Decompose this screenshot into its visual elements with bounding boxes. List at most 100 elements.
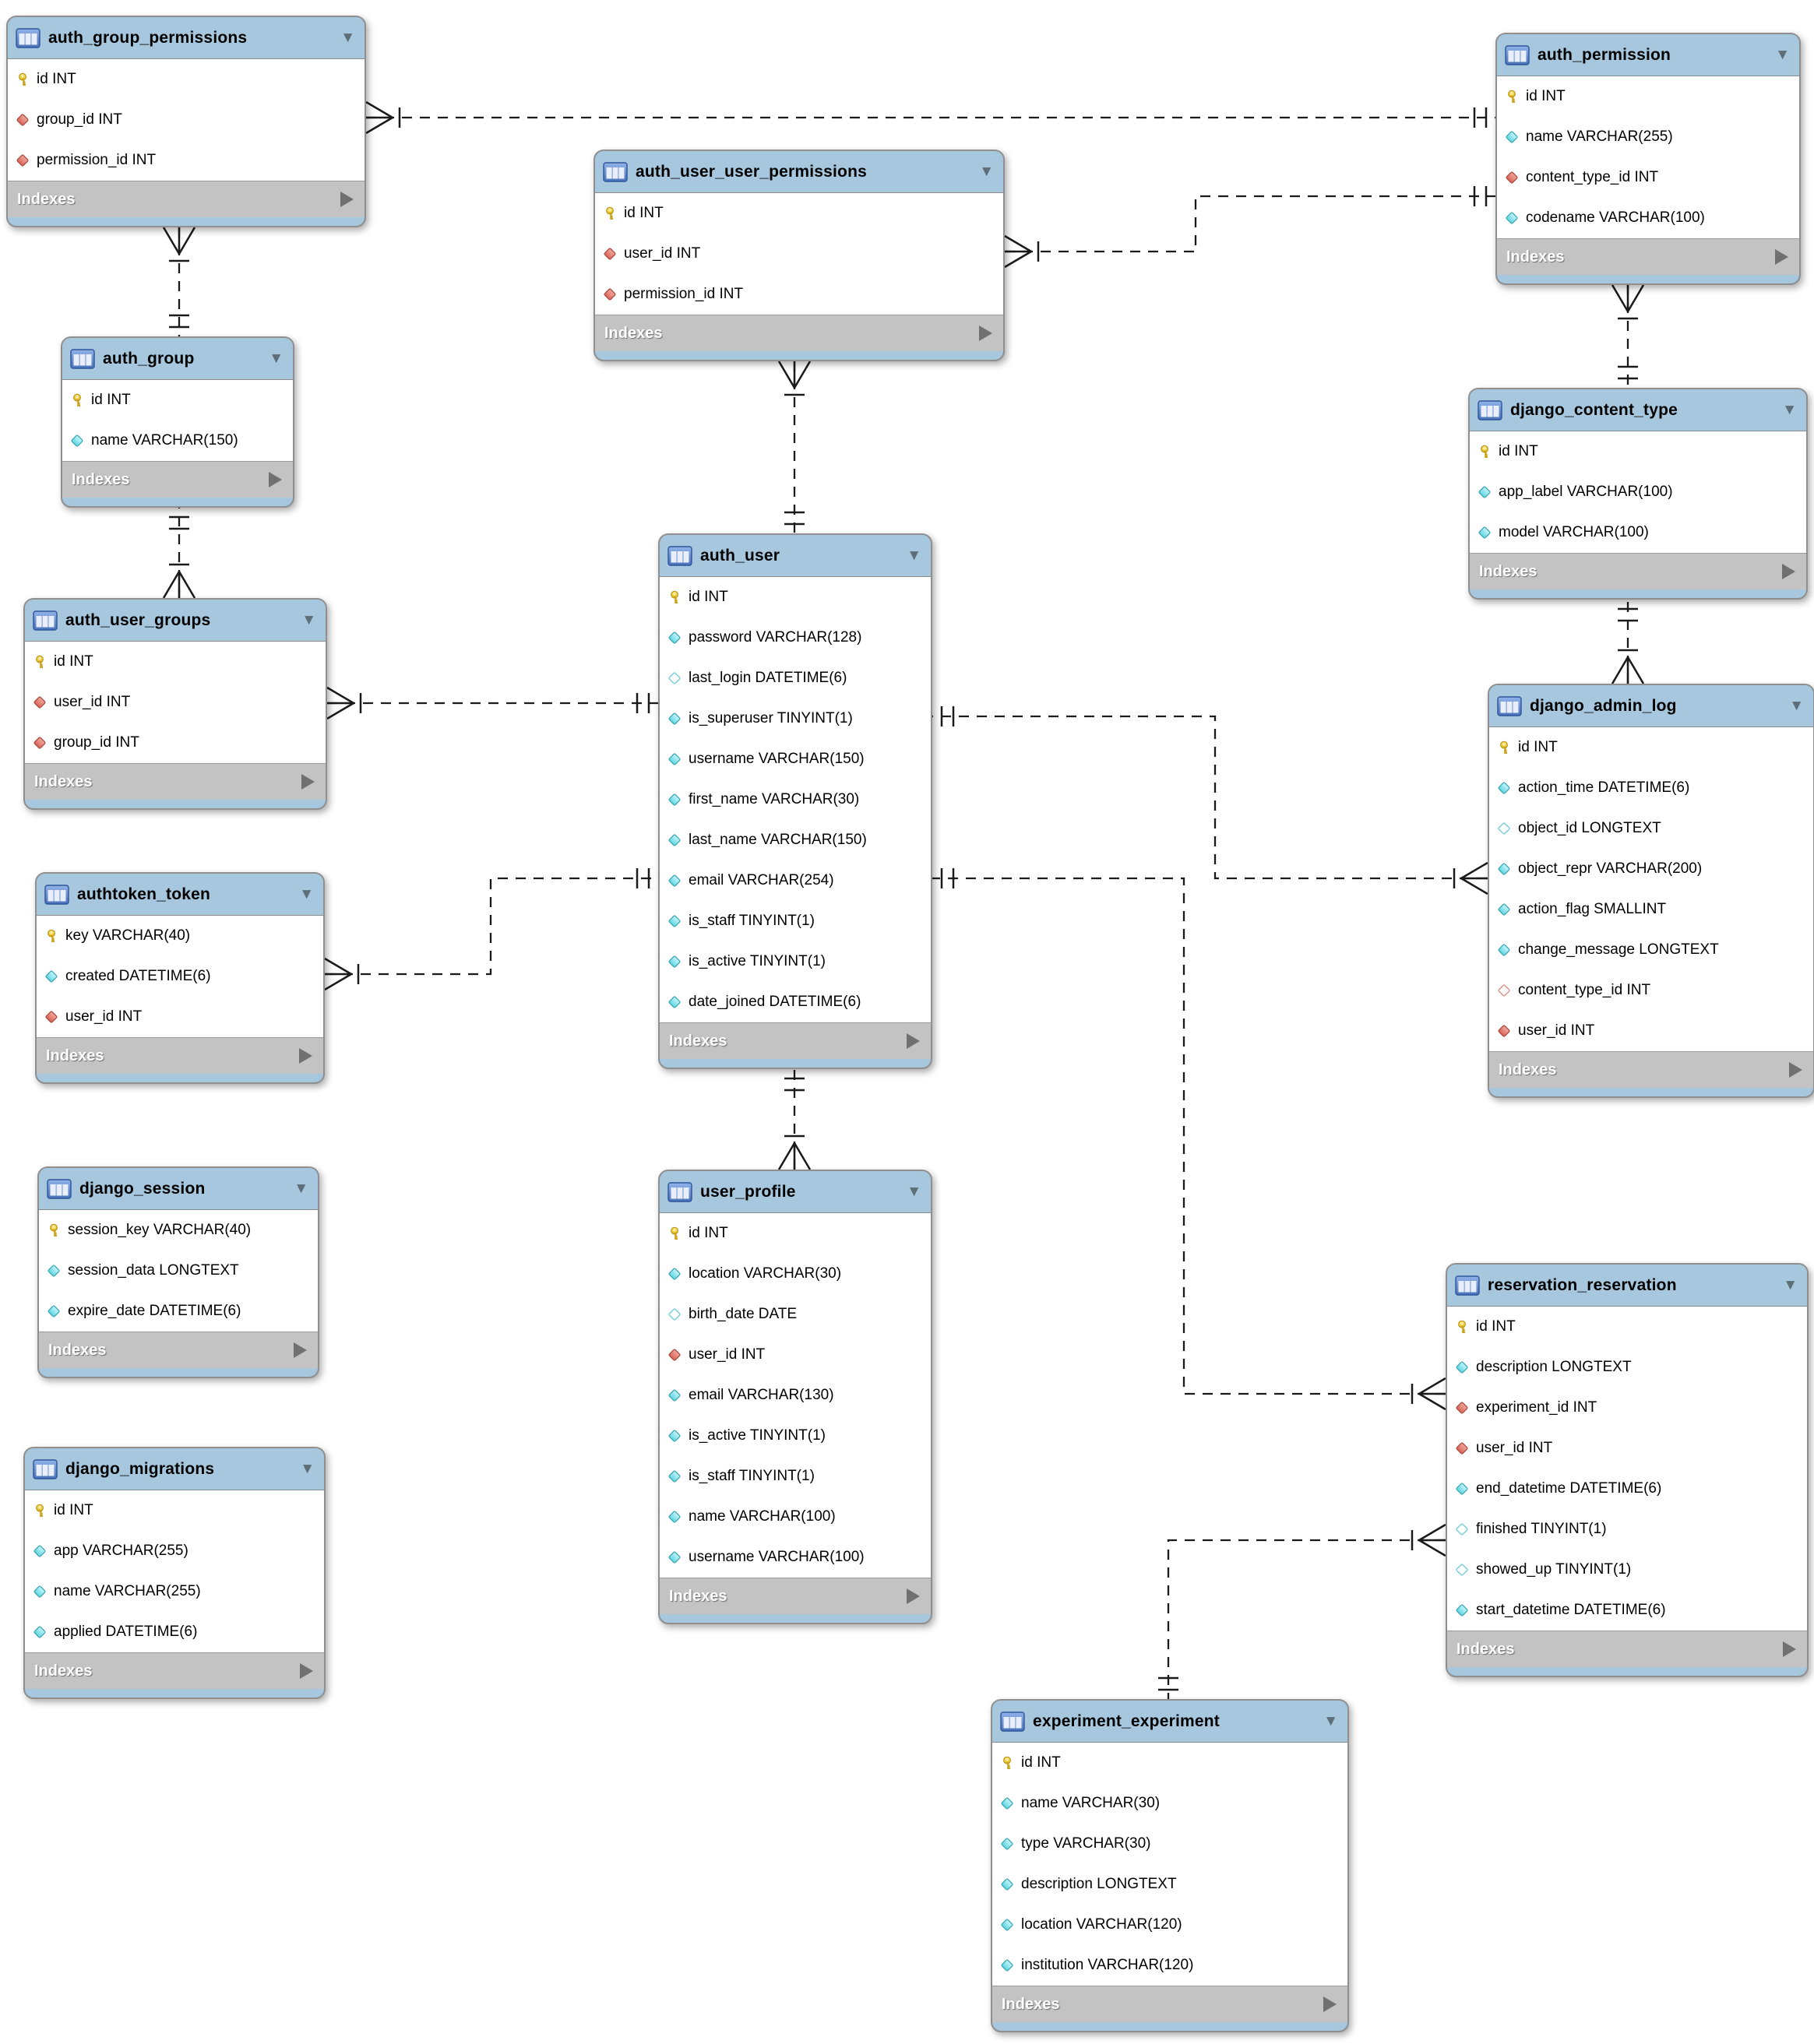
relationship-auth_user_groups-to-auth_group[interactable] <box>162 508 196 599</box>
column-row[interactable]: id INT <box>1447 1307 1807 1347</box>
collapse-arrow-icon[interactable]: ▼ <box>294 1180 308 1197</box>
indexes-bar[interactable]: Indexes <box>39 1332 318 1368</box>
indexes-bar[interactable]: Indexes <box>660 1023 931 1059</box>
table-header[interactable]: django_content_type▼ <box>1470 389 1806 431</box>
indexes-expand-icon[interactable] <box>1782 564 1795 579</box>
relationship-auth_user_groups-to-auth_user[interactable] <box>326 686 658 720</box>
indexes-expand-icon[interactable] <box>1783 1641 1796 1657</box>
table-header[interactable]: auth_user▼ <box>660 535 931 576</box>
column-row[interactable]: name VARCHAR(30) <box>992 1783 1347 1824</box>
column-row[interactable]: expire_date DATETIME(6) <box>39 1291 318 1332</box>
column-row[interactable]: last_login DATETIME(6) <box>660 658 931 698</box>
column-row[interactable]: id INT <box>992 1743 1347 1783</box>
relationship-authtoken_token-to-auth_user[interactable] <box>324 868 658 991</box>
column-row[interactable]: id INT <box>595 193 1003 234</box>
collapse-arrow-icon[interactable]: ▼ <box>1775 47 1790 63</box>
relationship-reservation_reservation-to-auth_user[interactable] <box>932 868 1446 1411</box>
column-row[interactable]: start_datetime DATETIME(6) <box>1447 1590 1807 1631</box>
indexes-expand-icon[interactable] <box>907 1588 920 1604</box>
indexes-bar[interactable]: Indexes <box>1470 554 1806 589</box>
indexes-expand-icon[interactable] <box>294 1342 307 1358</box>
column-row[interactable]: is_superuser TINYINT(1) <box>660 698 931 739</box>
table-header[interactable]: django_session▼ <box>39 1168 318 1209</box>
column-row[interactable]: finished TINYINT(1) <box>1447 1509 1807 1550</box>
column-row[interactable]: session_data LONGTEXT <box>39 1251 318 1291</box>
collapse-arrow-icon[interactable]: ▼ <box>907 547 921 564</box>
column-row[interactable]: institution VARCHAR(120) <box>992 1945 1347 1986</box>
column-row[interactable]: first_name VARCHAR(30) <box>660 779 931 820</box>
column-row[interactable]: is_staff TINYINT(1) <box>660 1456 931 1497</box>
relationship-django_admin_log-to-django_content_type[interactable] <box>1611 600 1645 684</box>
column-row[interactable]: object_id LONGTEXT <box>1489 808 1813 849</box>
column-row[interactable]: is_active TINYINT(1) <box>660 1416 931 1456</box>
indexes-bar[interactable]: Indexes <box>595 315 1003 351</box>
column-row[interactable]: username VARCHAR(100) <box>660 1537 931 1578</box>
relationship-django_admin_log-to-auth_user[interactable] <box>932 706 1488 895</box>
indexes-expand-icon[interactable] <box>1789 1062 1802 1078</box>
column-row[interactable]: user_id INT <box>595 234 1003 274</box>
column-row[interactable]: user_id INT <box>1489 1011 1813 1051</box>
indexes-bar[interactable]: Indexes <box>62 462 293 498</box>
column-row[interactable]: experiment_id INT <box>1447 1388 1807 1428</box>
column-row[interactable]: created DATETIME(6) <box>37 956 323 997</box>
collapse-arrow-icon[interactable]: ▼ <box>300 1461 315 1477</box>
collapse-arrow-icon[interactable]: ▼ <box>1782 402 1797 418</box>
column-row[interactable]: id INT <box>1489 727 1813 768</box>
relationship-user_profile-to-auth_user[interactable] <box>777 1069 812 1170</box>
indexes-bar[interactable]: Indexes <box>25 1653 324 1689</box>
indexes-bar[interactable]: Indexes <box>992 1986 1347 2022</box>
relationship-auth_group_permissions-to-auth_group[interactable] <box>162 227 196 336</box>
column-row[interactable]: id INT <box>660 577 931 617</box>
column-row[interactable]: email VARCHAR(254) <box>660 860 931 901</box>
column-row[interactable]: id INT <box>1470 431 1806 472</box>
table-header[interactable]: experiment_experiment▼ <box>992 1701 1347 1742</box>
column-row[interactable]: id INT <box>660 1213 931 1254</box>
table-header[interactable]: user_profile▼ <box>660 1171 931 1212</box>
table-header[interactable]: reservation_reservation▼ <box>1447 1265 1807 1306</box>
column-row[interactable]: is_staff TINYINT(1) <box>660 901 931 941</box>
table-header[interactable]: auth_group_permissions▼ <box>8 17 365 58</box>
column-row[interactable]: name VARCHAR(150) <box>62 420 293 461</box>
indexes-expand-icon[interactable] <box>907 1033 920 1049</box>
table-header[interactable]: auth_user_user_permissions▼ <box>595 151 1003 192</box>
indexes-expand-icon[interactable] <box>301 774 315 790</box>
table-header[interactable]: auth_group▼ <box>62 338 293 379</box>
column-row[interactable]: action_flag SMALLINT <box>1489 889 1813 930</box>
column-row[interactable]: password VARCHAR(128) <box>660 617 931 658</box>
column-row[interactable]: end_datetime DATETIME(6) <box>1447 1469 1807 1509</box>
column-row[interactable]: app VARCHAR(255) <box>25 1531 324 1571</box>
column-row[interactable]: user_id INT <box>25 682 326 723</box>
column-row[interactable]: object_repr VARCHAR(200) <box>1489 849 1813 889</box>
relationship-auth_group_permissions-to-auth_permission[interactable] <box>365 100 1495 135</box>
column-row[interactable]: user_id INT <box>1447 1428 1807 1469</box>
relationship-auth_user_user_permissions-to-auth_user[interactable] <box>777 361 812 533</box>
indexes-bar[interactable]: Indexes <box>37 1038 323 1074</box>
collapse-arrow-icon[interactable]: ▼ <box>299 886 314 902</box>
table-django_session[interactable]: django_session▼session_key VARCHAR(40)se… <box>37 1166 319 1378</box>
table-header[interactable]: django_migrations▼ <box>25 1448 324 1490</box>
column-row[interactable]: codename VARCHAR(100) <box>1497 198 1799 238</box>
indexes-bar[interactable]: Indexes <box>25 764 326 800</box>
indexes-expand-icon[interactable] <box>269 472 282 487</box>
indexes-expand-icon[interactable] <box>299 1048 312 1064</box>
column-row[interactable]: user_id INT <box>37 997 323 1037</box>
column-row[interactable]: name VARCHAR(100) <box>660 1497 931 1537</box>
table-header[interactable]: django_admin_log▼ <box>1489 685 1813 726</box>
column-row[interactable]: app_label VARCHAR(100) <box>1470 472 1806 512</box>
relationship-auth_user_user_permissions-to-auth_permission[interactable] <box>1004 186 1495 269</box>
column-row[interactable]: permission_id INT <box>8 140 365 181</box>
column-row[interactable]: group_id INT <box>8 100 365 140</box>
relationship-reservation_reservation-to-experiment_experiment[interactable] <box>1158 1523 1446 1699</box>
table-header[interactable]: authtoken_token▼ <box>37 874 323 915</box>
relationship-auth_permission-to-django_content_type[interactable] <box>1611 284 1645 388</box>
column-row[interactable]: is_active TINYINT(1) <box>660 941 931 982</box>
column-row[interactable]: description LONGTEXT <box>1447 1347 1807 1388</box>
indexes-bar[interactable]: Indexes <box>1447 1631 1807 1667</box>
column-row[interactable]: id INT <box>25 642 326 682</box>
